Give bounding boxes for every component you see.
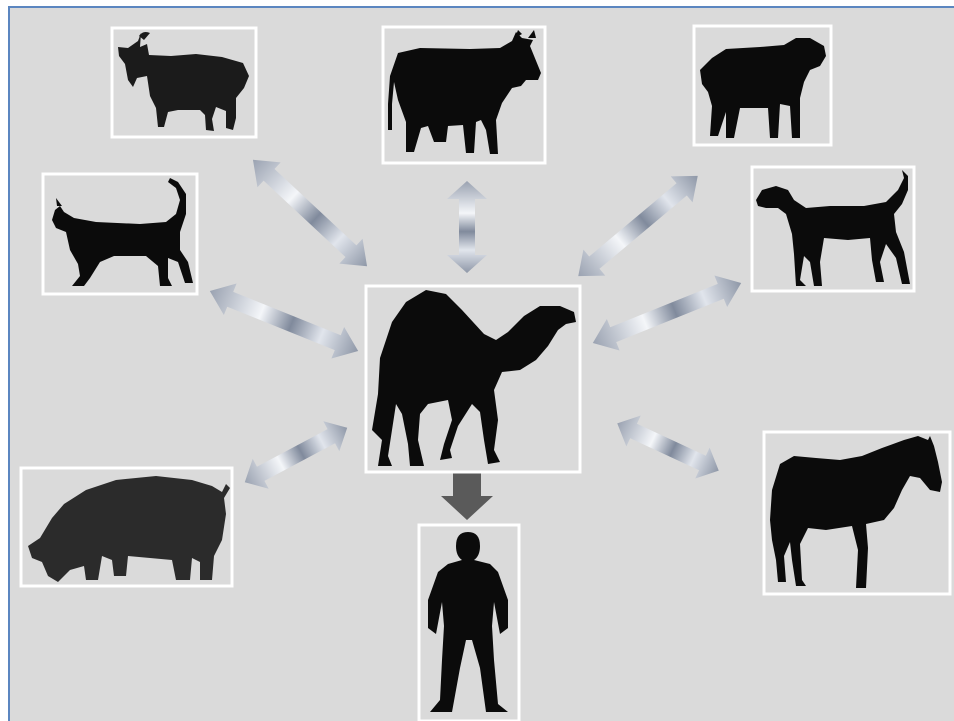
node-camel (366, 286, 580, 472)
arrow-dog-camel (586, 267, 747, 358)
arrow-cat-camel (203, 275, 364, 366)
arrow-sheep-camel (567, 163, 708, 289)
node-horse (764, 432, 950, 594)
node-cat (43, 174, 197, 294)
arrow-camel-human (441, 473, 493, 520)
arrow-horse-camel (610, 408, 726, 486)
node-cow (383, 27, 545, 163)
node-goat (112, 28, 256, 137)
arrow-goat-camel (241, 147, 378, 278)
node-sheep (694, 26, 831, 145)
node-dog (752, 167, 914, 291)
arrow-cow-camel (447, 181, 487, 273)
node-human (419, 525, 519, 721)
arrow-pig-camel (237, 413, 355, 497)
node-pig (21, 468, 232, 586)
